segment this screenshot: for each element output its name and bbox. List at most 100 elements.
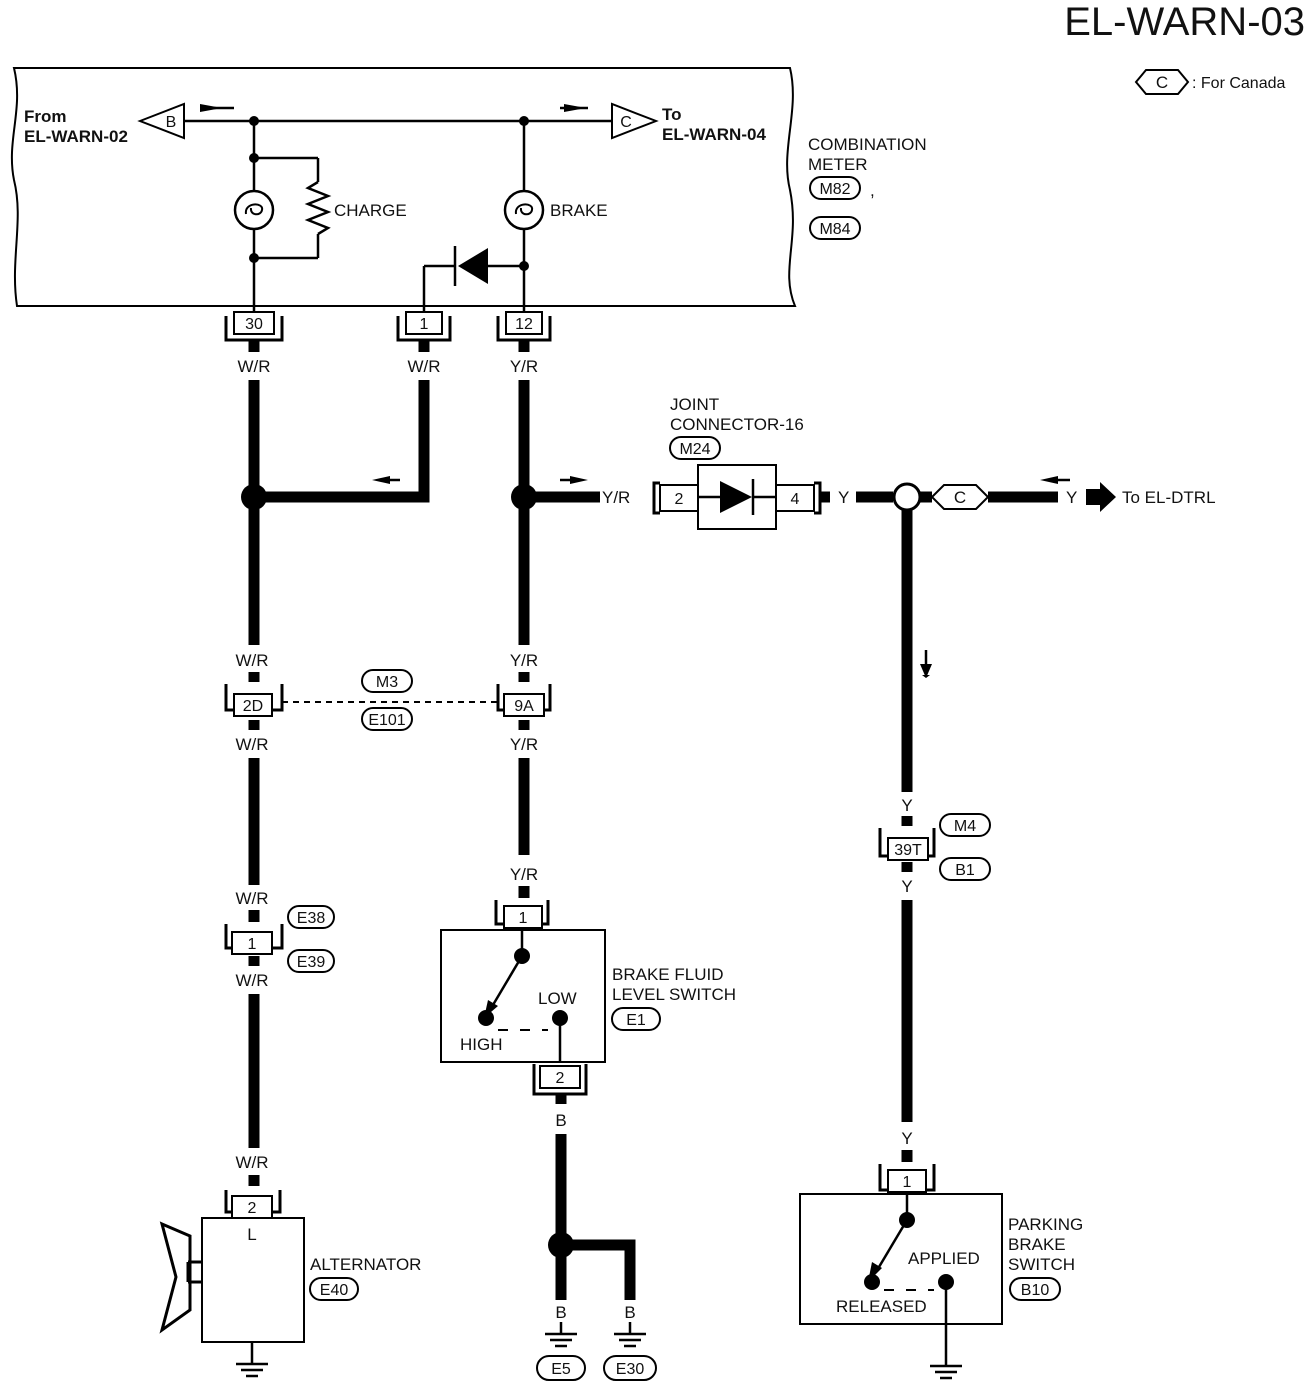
wire-label-yr-e: Y/R [510, 865, 538, 884]
legend-symbol: C [1156, 73, 1168, 92]
connector-m4: M4 [954, 818, 976, 835]
wire-label-yr-a: Y/R [510, 357, 538, 376]
charge-label: CHARGE [334, 201, 407, 220]
wire-label-yr-joint: Y/R [602, 488, 630, 507]
alternator: 2 L [159, 1190, 305, 1378]
ground-e5: E5 [551, 1361, 571, 1378]
wire-label-wr-g: W/R [235, 1153, 268, 1172]
meter-diode-icon [458, 248, 488, 284]
svg-text:2D: 2D [243, 698, 263, 715]
svg-text:L: L [247, 1225, 256, 1244]
svg-text:2: 2 [248, 1200, 257, 1217]
svg-text:9A: 9A [514, 698, 534, 715]
wire-label-b-a: B [555, 1111, 566, 1130]
from-b-flag [137, 102, 185, 140]
meter-terminal-1: 1 [396, 311, 452, 342]
wire-label-y-d: Y [901, 877, 912, 896]
wire-label-wr-a: W/R [237, 357, 270, 376]
parking-label-line1: PARKING [1008, 1215, 1083, 1234]
charge-lamp-icon [233, 189, 275, 231]
wire-label-wr-d: W/R [235, 735, 268, 754]
alternator-pulley-icon [159, 1221, 202, 1334]
joint-connector-m24: M24 [679, 441, 710, 458]
brake-lamp-icon [503, 189, 545, 231]
wire-label-wr-b: W/R [407, 357, 440, 376]
wire-label-y-b: Y [1066, 488, 1077, 507]
joint-label-line2: CONNECTOR-16 [670, 415, 804, 434]
svg-text:39T: 39T [894, 842, 922, 859]
to-el-dtrl-arrow [1086, 482, 1116, 512]
page-title: EL-WARN-03 [1064, 0, 1305, 44]
wire-label-wr-f: W/R [235, 971, 268, 990]
ground-e30-icon [614, 1322, 646, 1348]
svg-text:30: 30 [245, 316, 263, 333]
wire-label-b-b: B [555, 1303, 566, 1322]
connector-e38-pin1: 1 [224, 924, 284, 955]
wire-label-wr-c: W/R [235, 651, 268, 670]
svg-text:12: 12 [515, 316, 533, 333]
wire-label-y-c: Y [901, 796, 912, 815]
from-label-line1: From [24, 107, 67, 126]
parking-connector-b10: B10 [1021, 1282, 1050, 1299]
to-c-flag [611, 102, 659, 140]
connector-e101: E101 [368, 712, 405, 729]
brake-fluid-connector-e1: E1 [626, 1012, 646, 1029]
parking-released-label: RELEASED [836, 1297, 927, 1316]
connector-b1: B1 [955, 862, 975, 879]
meter-name-line2: METER [808, 155, 868, 174]
wire-label-yr-d: Y/R [510, 735, 538, 754]
brake-fluid-high-label: HIGH [460, 1035, 503, 1054]
from-b-symbol: B [166, 114, 177, 131]
wire-label-wr-e: W/R [235, 889, 268, 908]
parking-applied-label: APPLIED [908, 1249, 980, 1268]
svg-text:2: 2 [556, 1070, 565, 1087]
meter-terminal-30: 30 [224, 311, 284, 342]
brake-label: BRAKE [550, 201, 608, 220]
to-el-dtrl-label: To EL-DTRL [1122, 488, 1216, 507]
ground-e30: E30 [616, 1361, 645, 1378]
svg-text:1: 1 [420, 316, 429, 333]
to-c-symbol: C [620, 114, 632, 131]
connector-2d: 2D [224, 684, 284, 717]
splice-wr [241, 484, 267, 510]
splice-yr [511, 484, 537, 510]
legend-text: : For Canada [1192, 75, 1285, 92]
connector-e39: E39 [297, 954, 326, 971]
svg-text:1: 1 [903, 1174, 912, 1191]
connector-e38: E38 [297, 910, 326, 927]
svg-text:1: 1 [519, 910, 528, 927]
wire-label-y-e: Y [901, 1129, 912, 1148]
brake-fluid-level-switch: 1 LOW HIGH 2 [440, 900, 606, 1096]
alternator-label: ALTERNATOR [310, 1255, 421, 1274]
to-label-line2: EL-WARN-04 [662, 125, 766, 144]
alternator-connector-e40: E40 [320, 1282, 349, 1299]
parking-label-line3: SWITCH [1008, 1255, 1075, 1274]
wire-label-yr-c: Y/R [510, 651, 538, 670]
parking-brake-switch: 1 APPLIED RELEASED [799, 1164, 1003, 1380]
combination-meter-box [10, 67, 797, 307]
joint-label-line1: JOINT [670, 395, 719, 414]
svg-text:4: 4 [791, 491, 800, 508]
meter-terminal-12: 12 [496, 311, 552, 342]
brake-fluid-label-line2: LEVEL SWITCH [612, 985, 736, 1004]
splice-y-open [892, 482, 922, 512]
svg-text:1: 1 [248, 936, 257, 953]
meter-connector-m82: M82 [819, 181, 850, 198]
connector-m3: M3 [376, 674, 398, 691]
brake-fluid-low-label: LOW [538, 989, 577, 1008]
wire-label-y-a: Y [838, 488, 849, 507]
legend-canada: C : For Canada [1134, 69, 1285, 95]
meter-name-line1: COMBINATION [808, 135, 927, 154]
connector-9a: 9A [496, 684, 552, 717]
to-label-line1: To [662, 105, 682, 124]
wire-label-b-c: B [624, 1303, 635, 1322]
meter-connector-comma: , [870, 181, 875, 200]
svg-text:2: 2 [675, 491, 684, 508]
canada-c-symbol: C [954, 488, 966, 507]
from-label-line2: EL-WARN-02 [24, 127, 128, 146]
brake-fluid-label-line1: BRAKE FLUID [612, 965, 723, 984]
parking-label-line2: BRAKE [1008, 1235, 1066, 1254]
connector-39t: 39T [878, 828, 936, 861]
ground-e5-icon [545, 1322, 577, 1348]
